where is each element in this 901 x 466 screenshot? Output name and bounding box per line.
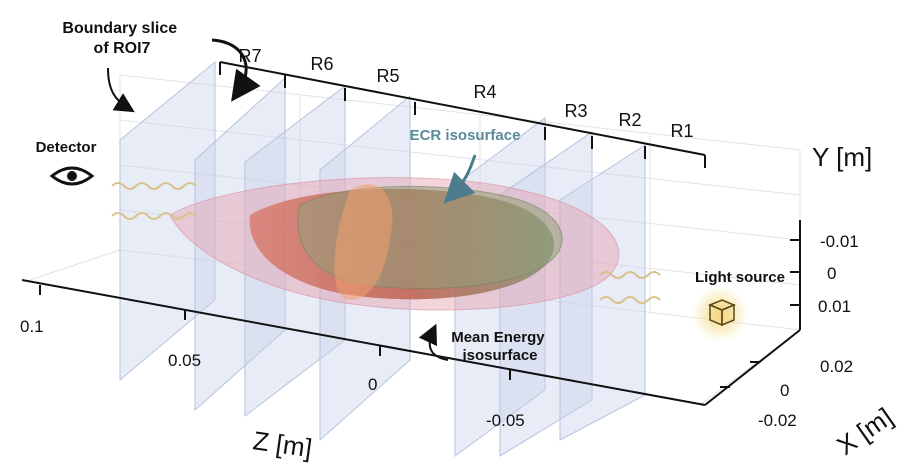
slice-2	[194, 76, 286, 412]
z-axis-title: Z [m]	[251, 425, 314, 463]
svg-text:Mean Energy isosurface: Mean Energy isosurface	[451, 329, 549, 364]
cube-icon	[708, 299, 736, 327]
mean-energy-line1: Mean Energy	[451, 329, 545, 346]
light-source: Light source	[692, 269, 785, 342]
ecr-label: ECR isosurface	[410, 127, 521, 144]
boundary-slice-arrow	[107, 67, 135, 113]
x-tick-1: 0.02	[820, 357, 853, 376]
x-axis-title: X [m]	[831, 402, 898, 461]
x-tick-2: 0	[780, 381, 789, 400]
eye-icon	[49, 166, 95, 186]
orange-slice	[334, 184, 393, 300]
ecr-arrow	[443, 154, 477, 204]
x-axis: 0.02 0 -0.02 X [m]	[704, 329, 898, 461]
region-label-r2: R2	[618, 110, 641, 130]
z-tick-2: 0.05	[168, 351, 201, 370]
z-tick-1: 0.1	[20, 317, 44, 336]
y-tick-1: -0.01	[820, 232, 859, 251]
y-tick-2: 0	[827, 264, 836, 283]
z-tick-4: -0.05	[486, 411, 525, 430]
slice-1	[119, 60, 216, 382]
svg-text:Boundary slice of ROI7: Boundary slice of ROI7	[62, 20, 181, 57]
mean-energy-arrow	[418, 323, 449, 361]
x-tick-3: -0.02	[758, 411, 797, 430]
light-source-label: Light source	[695, 269, 785, 286]
boundary-slice-line2: of ROI7	[94, 40, 151, 57]
mean-energy-line2: isosurface	[462, 347, 537, 364]
region-label-r4: R4	[473, 82, 496, 102]
detector: Detector	[36, 139, 97, 186]
region-label-r1: R1	[670, 121, 693, 141]
curved-arrow-r7	[211, 38, 261, 102]
mean-energy-annotation: Mean Energy isosurface	[418, 323, 549, 364]
y-tick-3: 0.01	[818, 297, 851, 316]
light-rays	[111, 182, 661, 304]
boundary-slice-line1: Boundary slice	[62, 20, 177, 37]
region-bracket-axis	[219, 61, 706, 168]
y-axis-title: Y [m]	[812, 142, 872, 172]
y-axis: -0.01 0 0.01 Y [m]	[790, 142, 872, 330]
region-label-r6: R6	[310, 54, 333, 74]
region-label-r3: R3	[564, 101, 587, 121]
z-axis: 0.1 0.05 0 -0.05 Z [m]	[20, 279, 706, 463]
light-glow	[692, 286, 748, 342]
ecr-annotation: ECR isosurface	[410, 127, 521, 204]
detector-label: Detector	[36, 139, 97, 156]
z-tick-3: 0	[368, 375, 377, 394]
region-label-r5: R5	[376, 66, 399, 86]
boundary-slice-annotation: Boundary slice of ROI7	[62, 20, 261, 113]
